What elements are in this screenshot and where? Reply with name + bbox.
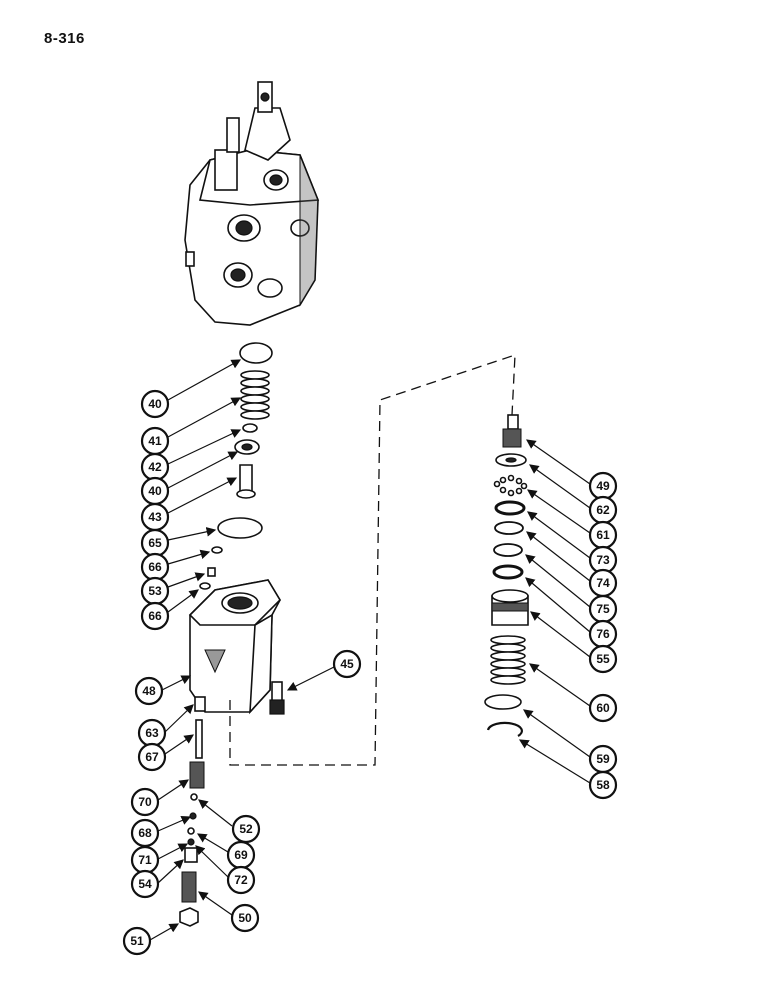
svg-text:74: 74 bbox=[596, 576, 610, 590]
spring-70 bbox=[189, 761, 205, 789]
plug-63 bbox=[194, 696, 206, 712]
leader-lines bbox=[149, 359, 591, 941]
svg-text:69: 69 bbox=[234, 848, 248, 862]
callout-69: 69 bbox=[226, 840, 256, 870]
svg-text:66: 66 bbox=[148, 609, 162, 623]
spring-41 bbox=[240, 370, 270, 420]
svg-text:62: 62 bbox=[596, 503, 610, 517]
callout-42: 42 bbox=[140, 452, 170, 482]
svg-text:68: 68 bbox=[138, 826, 152, 840]
svg-text:51: 51 bbox=[130, 934, 144, 948]
svg-text:59: 59 bbox=[596, 752, 610, 766]
valve-body-assembly bbox=[184, 81, 320, 326]
svg-text:45: 45 bbox=[340, 657, 354, 671]
page-number: 8-316 bbox=[44, 30, 85, 47]
callout-40b: 40 bbox=[140, 476, 170, 506]
callout-49: 49 bbox=[588, 471, 618, 501]
bolt-45 bbox=[269, 681, 285, 715]
svg-text:54: 54 bbox=[138, 877, 152, 891]
callout-68: 68 bbox=[130, 818, 160, 848]
svg-text:48: 48 bbox=[142, 684, 156, 698]
callout-72: 72 bbox=[226, 865, 256, 895]
svg-text:43: 43 bbox=[148, 510, 162, 524]
callout-51: 51 bbox=[122, 926, 152, 956]
callout-52: 52 bbox=[231, 814, 261, 844]
svg-text:65: 65 bbox=[148, 536, 162, 550]
svg-text:71: 71 bbox=[138, 853, 152, 867]
balls-61 bbox=[493, 474, 528, 497]
cap-40 bbox=[239, 342, 273, 364]
svg-text:41: 41 bbox=[148, 434, 162, 448]
callout-45: 45 bbox=[332, 649, 362, 679]
svg-text:61: 61 bbox=[596, 528, 610, 542]
svg-text:76: 76 bbox=[596, 627, 610, 641]
svg-text:66: 66 bbox=[148, 560, 162, 574]
svg-text:70: 70 bbox=[138, 795, 152, 809]
callout-75: 75 bbox=[588, 594, 618, 624]
svg-text:42: 42 bbox=[148, 460, 162, 474]
spring-60 bbox=[490, 635, 526, 685]
svg-text:52: 52 bbox=[239, 822, 253, 836]
svg-text:73: 73 bbox=[596, 553, 610, 567]
callout-59: 59 bbox=[588, 744, 618, 774]
ring-76 bbox=[492, 564, 524, 580]
callout-53: 53 bbox=[140, 576, 170, 606]
callout-65: 65 bbox=[140, 528, 170, 558]
spring-50 bbox=[181, 871, 197, 903]
callout-48: 48 bbox=[134, 676, 164, 706]
callout-50: 50 bbox=[230, 903, 260, 933]
svg-text:50: 50 bbox=[238, 911, 252, 925]
o-ring-65 bbox=[217, 517, 263, 539]
svg-text:75: 75 bbox=[596, 602, 610, 616]
callout-60: 60 bbox=[588, 693, 618, 723]
callout-58: 58 bbox=[588, 770, 618, 800]
callout-66b: 66 bbox=[140, 601, 170, 631]
assembly-path-line bbox=[229, 354, 516, 766]
callout-63: 63 bbox=[137, 718, 167, 748]
svg-text:49: 49 bbox=[596, 479, 610, 493]
svg-text:58: 58 bbox=[596, 778, 610, 792]
svg-text:72: 72 bbox=[234, 873, 248, 887]
callout-labels: 40 41 42 40 43 65 66 53 66 48 63 67 70 6… bbox=[122, 389, 618, 956]
svg-text:63: 63 bbox=[145, 726, 159, 740]
bolt-43 bbox=[239, 464, 253, 493]
svg-text:55: 55 bbox=[596, 652, 610, 666]
snap-ring-58 bbox=[486, 721, 523, 737]
disc-59 bbox=[484, 694, 522, 710]
piston-55 bbox=[491, 589, 529, 626]
pin-67 bbox=[195, 719, 203, 759]
washer-42 bbox=[242, 423, 258, 433]
callout-70: 70 bbox=[130, 787, 160, 817]
left-parts bbox=[179, 342, 285, 927]
right-parts bbox=[484, 414, 529, 737]
nut-51 bbox=[179, 907, 199, 927]
callout-55: 55 bbox=[588, 644, 618, 674]
callout-67: 67 bbox=[137, 742, 167, 772]
svg-text:60: 60 bbox=[596, 701, 610, 715]
callout-71: 71 bbox=[130, 845, 160, 875]
ring-73 bbox=[494, 500, 526, 516]
ring-75 bbox=[493, 543, 523, 557]
svg-text:67: 67 bbox=[145, 750, 159, 764]
callout-73: 73 bbox=[588, 545, 618, 575]
svg-text:53: 53 bbox=[148, 584, 162, 598]
callout-43: 43 bbox=[140, 502, 170, 532]
sleeve-54 bbox=[184, 847, 198, 863]
housing-48 bbox=[188, 579, 282, 715]
valve-49 bbox=[502, 414, 522, 448]
callout-41: 41 bbox=[140, 426, 170, 456]
callout-74: 74 bbox=[588, 568, 618, 598]
callout-76: 76 bbox=[588, 619, 618, 649]
svg-text:40: 40 bbox=[148, 397, 162, 411]
callout-54: 54 bbox=[130, 869, 160, 899]
svg-text:40: 40 bbox=[148, 484, 162, 498]
callout-66a: 66 bbox=[140, 552, 170, 582]
callout-40a: 40 bbox=[140, 389, 170, 419]
ring-74 bbox=[494, 521, 524, 535]
callout-62: 62 bbox=[588, 495, 618, 525]
callout-61: 61 bbox=[588, 520, 618, 550]
